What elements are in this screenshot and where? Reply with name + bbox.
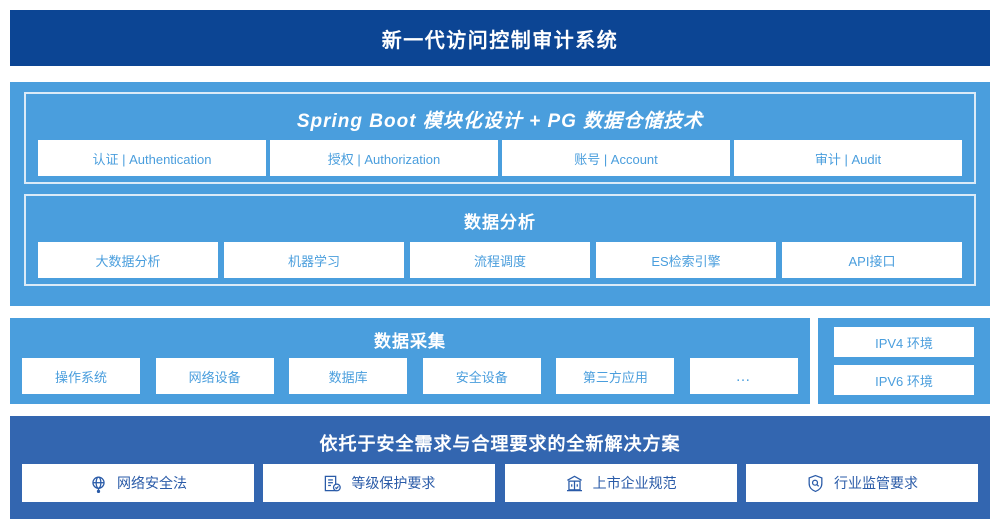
springboot-module-group: Spring Boot 模块化设计 + PG 数据仓储技术 认证 | Authe… <box>24 92 976 184</box>
ip-environment-panel: IPV4 环境 IPV6 环境 <box>818 318 990 404</box>
chip-label: IPV4 环境 <box>875 335 933 351</box>
chip-api-interface[interactable]: API接口 <box>782 242 962 278</box>
chip-label: 流程调度 <box>473 253 526 269</box>
chip-label: 网络设备 <box>188 369 241 385</box>
chip-third-party-application[interactable]: 第三方应用 <box>556 358 675 394</box>
data-analysis-chip-row: 大数据分析 机器学习 流程调度 ES检索引擎 API接口 <box>38 242 962 278</box>
chip-label: 授权 | Authorization <box>327 151 441 167</box>
chip-label: IPV6 环境 <box>875 373 933 389</box>
chip-label: 行业监管要求 <box>833 475 918 491</box>
chip-label: 账号 | Account <box>574 151 658 167</box>
chip-label: 网络安全法 <box>117 475 187 491</box>
chip-es-search-engine[interactable]: ES检索引擎 <box>596 242 776 278</box>
data-collection-title: 数据采集 <box>374 332 446 351</box>
data-analysis-group: 数据分析 大数据分析 机器学习 流程调度 ES检索引擎 API接口 <box>24 194 976 286</box>
chip-network-device[interactable]: 网络设备 <box>155 358 274 394</box>
chip-label: 数据库 <box>328 369 368 385</box>
data-analysis-group-title: 数据分析 <box>464 213 536 232</box>
chip-label: 上市企业规范 <box>592 475 677 491</box>
chip-label: 操作系统 <box>54 369 107 385</box>
chip-label: 机器学习 <box>287 253 340 269</box>
chip-label: API接口 <box>848 253 896 269</box>
chip-database[interactable]: 数据库 <box>289 358 408 394</box>
chip-label: … <box>735 367 753 385</box>
platform-layer-panel: Spring Boot 模块化设计 + PG 数据仓储技术 认证 | Authe… <box>10 82 990 306</box>
springboot-group-title: Spring Boot 模块化设计 + PG 数据仓储技术 <box>296 111 704 132</box>
springboot-chip-row: 认证 | Authentication 授权 | Authorization 账… <box>38 140 962 176</box>
chip-label: 大数据分析 <box>95 253 161 269</box>
chip-audit[interactable]: 审计 | Audit <box>734 140 962 176</box>
chip-label: 等级保护要求 <box>351 475 436 491</box>
chip-big-data-analysis[interactable]: 大数据分析 <box>38 242 218 278</box>
compliance-chip-row: 网络安全法 等级保护要求 <box>22 464 978 502</box>
system-header-banner: 新一代访问控制审计系统 <box>10 10 990 66</box>
chip-label: ES检索引擎 <box>651 253 721 269</box>
data-collection-chip-row: 操作系统 网络设备 数据库 安全设备 第三方应用 … <box>22 358 798 394</box>
bank-icon <box>565 474 584 493</box>
chip-account[interactable]: 账号 | Account <box>502 140 730 176</box>
data-collection-panel: 数据采集 操作系统 网络设备 数据库 安全设备 第三方应用 … <box>10 318 810 404</box>
chip-label: 安全设备 <box>455 369 508 385</box>
solution-compliance-panel: 依托于安全需求与合理要求的全新解决方案 网络安全法 <box>10 416 990 519</box>
page-title: 新一代访问控制审计系统 <box>381 29 619 52</box>
chip-authentication[interactable]: 认证 | Authentication <box>38 140 266 176</box>
chip-classified-protection[interactable]: 等级保护要求 <box>263 464 496 502</box>
shield-search-icon <box>806 474 825 493</box>
chip-process-scheduling[interactable]: 流程调度 <box>410 242 590 278</box>
chip-more[interactable]: … <box>689 358 798 394</box>
chip-security-device[interactable]: 安全设备 <box>422 358 541 394</box>
chip-machine-learning[interactable]: 机器学习 <box>224 242 404 278</box>
chip-label: 认证 | Authentication <box>92 151 212 167</box>
chip-listed-company-standard[interactable]: 上市企业规范 <box>504 464 737 502</box>
chip-label: 审计 | Audit <box>814 151 882 167</box>
document-check-icon <box>323 474 342 493</box>
chip-authorization[interactable]: 授权 | Authorization <box>270 140 498 176</box>
chip-industry-regulation[interactable]: 行业监管要求 <box>745 464 978 502</box>
chip-ipv4-environment[interactable]: IPV4 环境 <box>834 327 974 357</box>
solution-title: 依托于安全需求与合理要求的全新解决方案 <box>319 434 681 454</box>
chip-ipv6-environment[interactable]: IPV6 环境 <box>834 365 974 395</box>
chip-cybersecurity-law[interactable]: 网络安全法 <box>22 464 254 502</box>
chip-label: 第三方应用 <box>582 369 648 385</box>
chip-operating-system[interactable]: 操作系统 <box>22 358 140 394</box>
globe-icon <box>89 474 108 493</box>
